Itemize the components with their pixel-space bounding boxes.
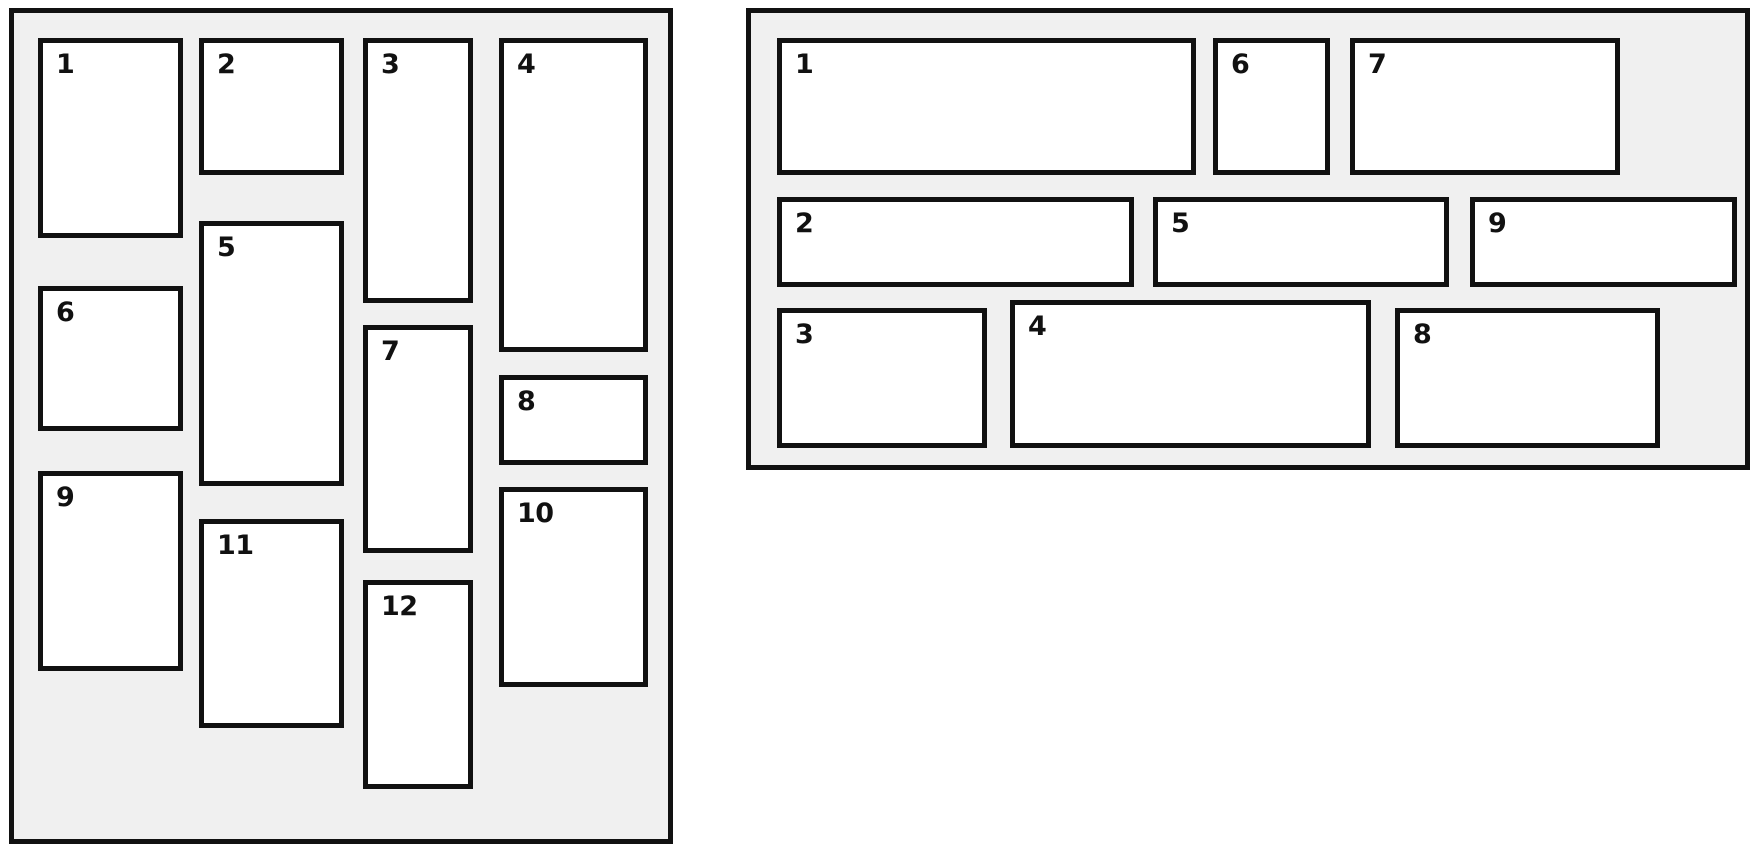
cell-label: 1 — [56, 49, 75, 80]
cell-label: 5 — [217, 232, 236, 263]
layout-cell-8[interactable]: 8 — [499, 375, 648, 465]
cell-label: 4 — [1028, 311, 1047, 342]
cell-label: 2 — [795, 208, 814, 239]
layout-cell-5[interactable]: 5 — [1153, 197, 1449, 287]
layout-cell-5[interactable]: 5 — [199, 221, 344, 486]
layout-cell-4[interactable]: 4 — [1010, 300, 1371, 448]
cell-label: 12 — [381, 591, 418, 622]
layout-cell-4[interactable]: 4 — [499, 38, 648, 352]
cell-label: 4 — [517, 49, 536, 80]
cell-label: 6 — [1231, 49, 1250, 80]
layout-cell-11[interactable]: 11 — [199, 519, 344, 728]
layout-cell-1[interactable]: 1 — [38, 38, 183, 238]
horizontal-layout-panel: 1 6 7 2 5 9 3 4 8 — [746, 8, 1750, 470]
layout-cell-2[interactable]: 2 — [199, 38, 344, 175]
cell-label: 8 — [1413, 319, 1432, 350]
layout-cell-8[interactable]: 8 — [1395, 308, 1660, 448]
layout-cell-7[interactable]: 7 — [1350, 38, 1620, 175]
cell-label: 5 — [1171, 208, 1190, 239]
layout-cell-3[interactable]: 3 — [777, 308, 987, 448]
cell-label: 9 — [1488, 208, 1507, 239]
layout-cell-9[interactable]: 9 — [1470, 197, 1737, 287]
layout-cell-10[interactable]: 10 — [499, 487, 648, 687]
cell-label: 1 — [795, 49, 814, 80]
cell-label: 3 — [795, 319, 814, 350]
cell-label: 9 — [56, 482, 75, 513]
cell-label: 8 — [517, 386, 536, 417]
layout-cell-3[interactable]: 3 — [363, 38, 473, 303]
cell-label: 7 — [381, 336, 400, 367]
layout-cell-12[interactable]: 12 — [363, 580, 473, 789]
layout-cell-6[interactable]: 6 — [38, 286, 183, 431]
layout-cell-6[interactable]: 6 — [1213, 38, 1330, 175]
cell-label: 7 — [1368, 49, 1387, 80]
layout-cell-9[interactable]: 9 — [38, 471, 183, 671]
cell-label: 2 — [217, 49, 236, 80]
cell-label: 6 — [56, 297, 75, 328]
layout-cell-1[interactable]: 1 — [777, 38, 1196, 175]
cell-label: 10 — [517, 498, 554, 529]
cell-label: 3 — [381, 49, 400, 80]
layout-cell-7[interactable]: 7 — [363, 325, 473, 553]
cell-label: 11 — [217, 530, 254, 561]
layout-cell-2[interactable]: 2 — [777, 197, 1134, 287]
